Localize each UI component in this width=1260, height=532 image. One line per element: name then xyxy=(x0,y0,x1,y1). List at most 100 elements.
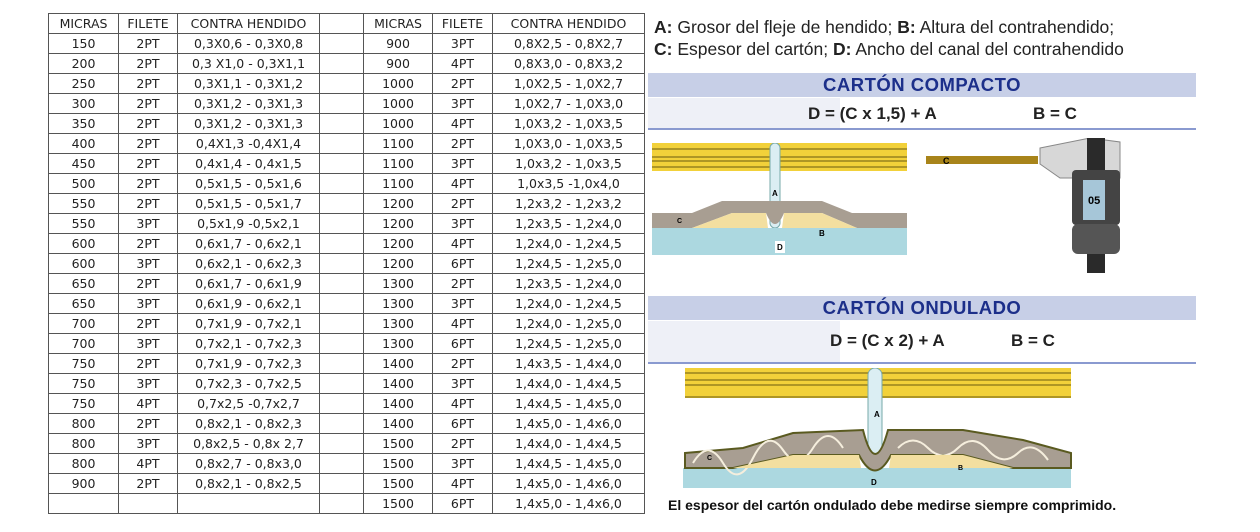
corrugated-board xyxy=(684,428,1072,472)
micras-cell: 700 xyxy=(48,313,119,334)
contra-hendido-cell: 0,7x2,3 - 0,7x2,5 xyxy=(177,373,320,394)
micras-cell: 550 xyxy=(48,213,119,234)
micras-cell: 1400 xyxy=(363,393,433,414)
micras-cell: 150 xyxy=(48,33,119,54)
contra-hendido-cell xyxy=(177,493,320,514)
legend-d-key: D: xyxy=(832,39,852,59)
filete-cell: 2PT xyxy=(432,193,493,214)
contra-hendido-cell: 0,8X3,0 - 0,8X3,2 xyxy=(492,53,645,74)
filete-cell: 3PT xyxy=(432,93,493,114)
contra-hendido-cell: 0,7x1,9 - 0,7x2,1 xyxy=(177,313,320,334)
micras-cell: 1200 xyxy=(363,213,433,234)
contra-hendido-cell: 1,2x4,0 - 1,2x4,5 xyxy=(492,233,645,254)
legend: A: Grosor del fleje de hendido; B: Altur… xyxy=(654,16,1124,60)
contra-hendido-cell: 0,3X1,1 - 0,3X1,2 xyxy=(177,73,320,94)
spacer-cell xyxy=(319,113,364,134)
spacer-cell xyxy=(319,53,364,74)
contra-hendido-cell: 0,3X1,2 - 0,3X1,3 xyxy=(177,93,320,114)
spacer-cell xyxy=(319,173,364,194)
micras-cell: 1000 xyxy=(363,73,433,94)
spacer-cell xyxy=(319,313,364,334)
spacer-cell xyxy=(319,13,364,34)
compacto-formula: D = (C x 1,5) + A B = C xyxy=(648,98,1196,130)
ondulado-formula-d: D = (C x 2) + A xyxy=(830,331,945,350)
legend-b-key: B: xyxy=(897,17,916,37)
micras-cell: 1500 xyxy=(363,453,433,474)
compacto-title: CARTÓN COMPACTO xyxy=(648,73,1196,97)
filete-cell: 3PT xyxy=(432,213,493,234)
label-c: C xyxy=(677,218,682,225)
label-b: B xyxy=(819,229,825,238)
contra-hendido-cell: 0,3 X1,0 - 0,3X1,1 xyxy=(177,53,320,74)
label-d: D xyxy=(871,478,877,487)
header-contra-hendido: CONTRA HENDIDO xyxy=(177,13,320,34)
micras-cell: 550 xyxy=(48,193,119,214)
contra-hendido-cell: 0,7x1,9 - 0,7x2,3 xyxy=(177,353,320,374)
micras-cell: 700 xyxy=(48,333,119,354)
header-filete: FILETE xyxy=(432,13,493,34)
base-plate xyxy=(683,468,1071,488)
spacer-cell xyxy=(319,153,364,174)
caption: El espesor del cartón ondulado debe medi… xyxy=(668,497,1117,513)
spacer-cell xyxy=(319,233,364,254)
contra-hendido-cell: 1,2x4,0 - 1,2x5,0 xyxy=(492,313,645,334)
filete-cell: 6PT xyxy=(432,333,493,354)
spacer-cell xyxy=(319,493,364,514)
micras-cell: 400 xyxy=(48,133,119,154)
filete-cell: 3PT xyxy=(432,373,493,394)
contra-hendido-cell: 1,2x4,0 - 1,2x4,5 xyxy=(492,293,645,314)
caliper-diagram: C 05 xyxy=(926,138,1121,273)
contra-hendido-cell: 0,5x1,5 - 0,5x1,7 xyxy=(177,193,320,214)
label-d: D xyxy=(777,243,783,252)
filete-cell: 3PT xyxy=(118,293,178,314)
filete-cell: 6PT xyxy=(432,253,493,274)
contra-hendido-cell: 1,4x4,0 - 1,4x4,5 xyxy=(492,373,645,394)
contra-hendido-cell: 1,2x4,5 - 1,2x5,0 xyxy=(492,253,645,274)
contra-hendido-cell: 0,5x1,9 -0,5x2,1 xyxy=(177,213,320,234)
caliper-reading: 05 xyxy=(1088,195,1100,207)
filete-cell: 2PT xyxy=(118,133,178,154)
contra-hendido-cell: 1,4x4,5 - 1,4x5,0 xyxy=(492,393,645,414)
contra-hendido-cell: 0,3X0,6 - 0,3X0,8 xyxy=(177,33,320,54)
spacer-cell xyxy=(319,393,364,414)
filete-cell: 4PT xyxy=(432,393,493,414)
table-header-row: MICRAS FILETE CONTRA HENDIDO MICRAS FILE… xyxy=(48,13,645,34)
micras-cell: 1500 xyxy=(363,493,433,514)
micras-cell: 900 xyxy=(48,473,119,494)
micras-cell: 800 xyxy=(48,433,119,454)
micras-cell xyxy=(48,493,119,514)
micras-cell: 200 xyxy=(48,53,119,74)
legend-c-key: C: xyxy=(654,39,673,59)
ondulado-formula-b: B = C xyxy=(1011,331,1055,350)
micras-cell: 1100 xyxy=(363,153,433,174)
micras-cell: 500 xyxy=(48,173,119,194)
micras-cell: 1300 xyxy=(363,333,433,354)
filete-cell: 3PT xyxy=(118,333,178,354)
filete-cell: 3PT xyxy=(118,253,178,274)
spacer-cell xyxy=(319,353,364,374)
filete-cell: 4PT xyxy=(432,113,493,134)
contra-hendido-cell: 0,6x2,1 - 0,6x2,3 xyxy=(177,253,320,274)
contra-hendido-cell: 1,4x5,0 - 1,4x6,0 xyxy=(492,473,645,494)
filete-cell: 2PT xyxy=(118,173,178,194)
micras-cell: 1400 xyxy=(363,373,433,394)
filete-cell: 2PT xyxy=(118,273,178,294)
filete-cell: 2PT xyxy=(118,413,178,434)
filete-cell: 2PT xyxy=(118,233,178,254)
micras-cell: 1100 xyxy=(363,133,433,154)
micras-cell: 350 xyxy=(48,113,119,134)
spacer-cell xyxy=(319,293,364,314)
micras-cell: 750 xyxy=(48,353,119,374)
micras-cell: 1300 xyxy=(363,273,433,294)
filete-cell: 3PT xyxy=(118,433,178,454)
